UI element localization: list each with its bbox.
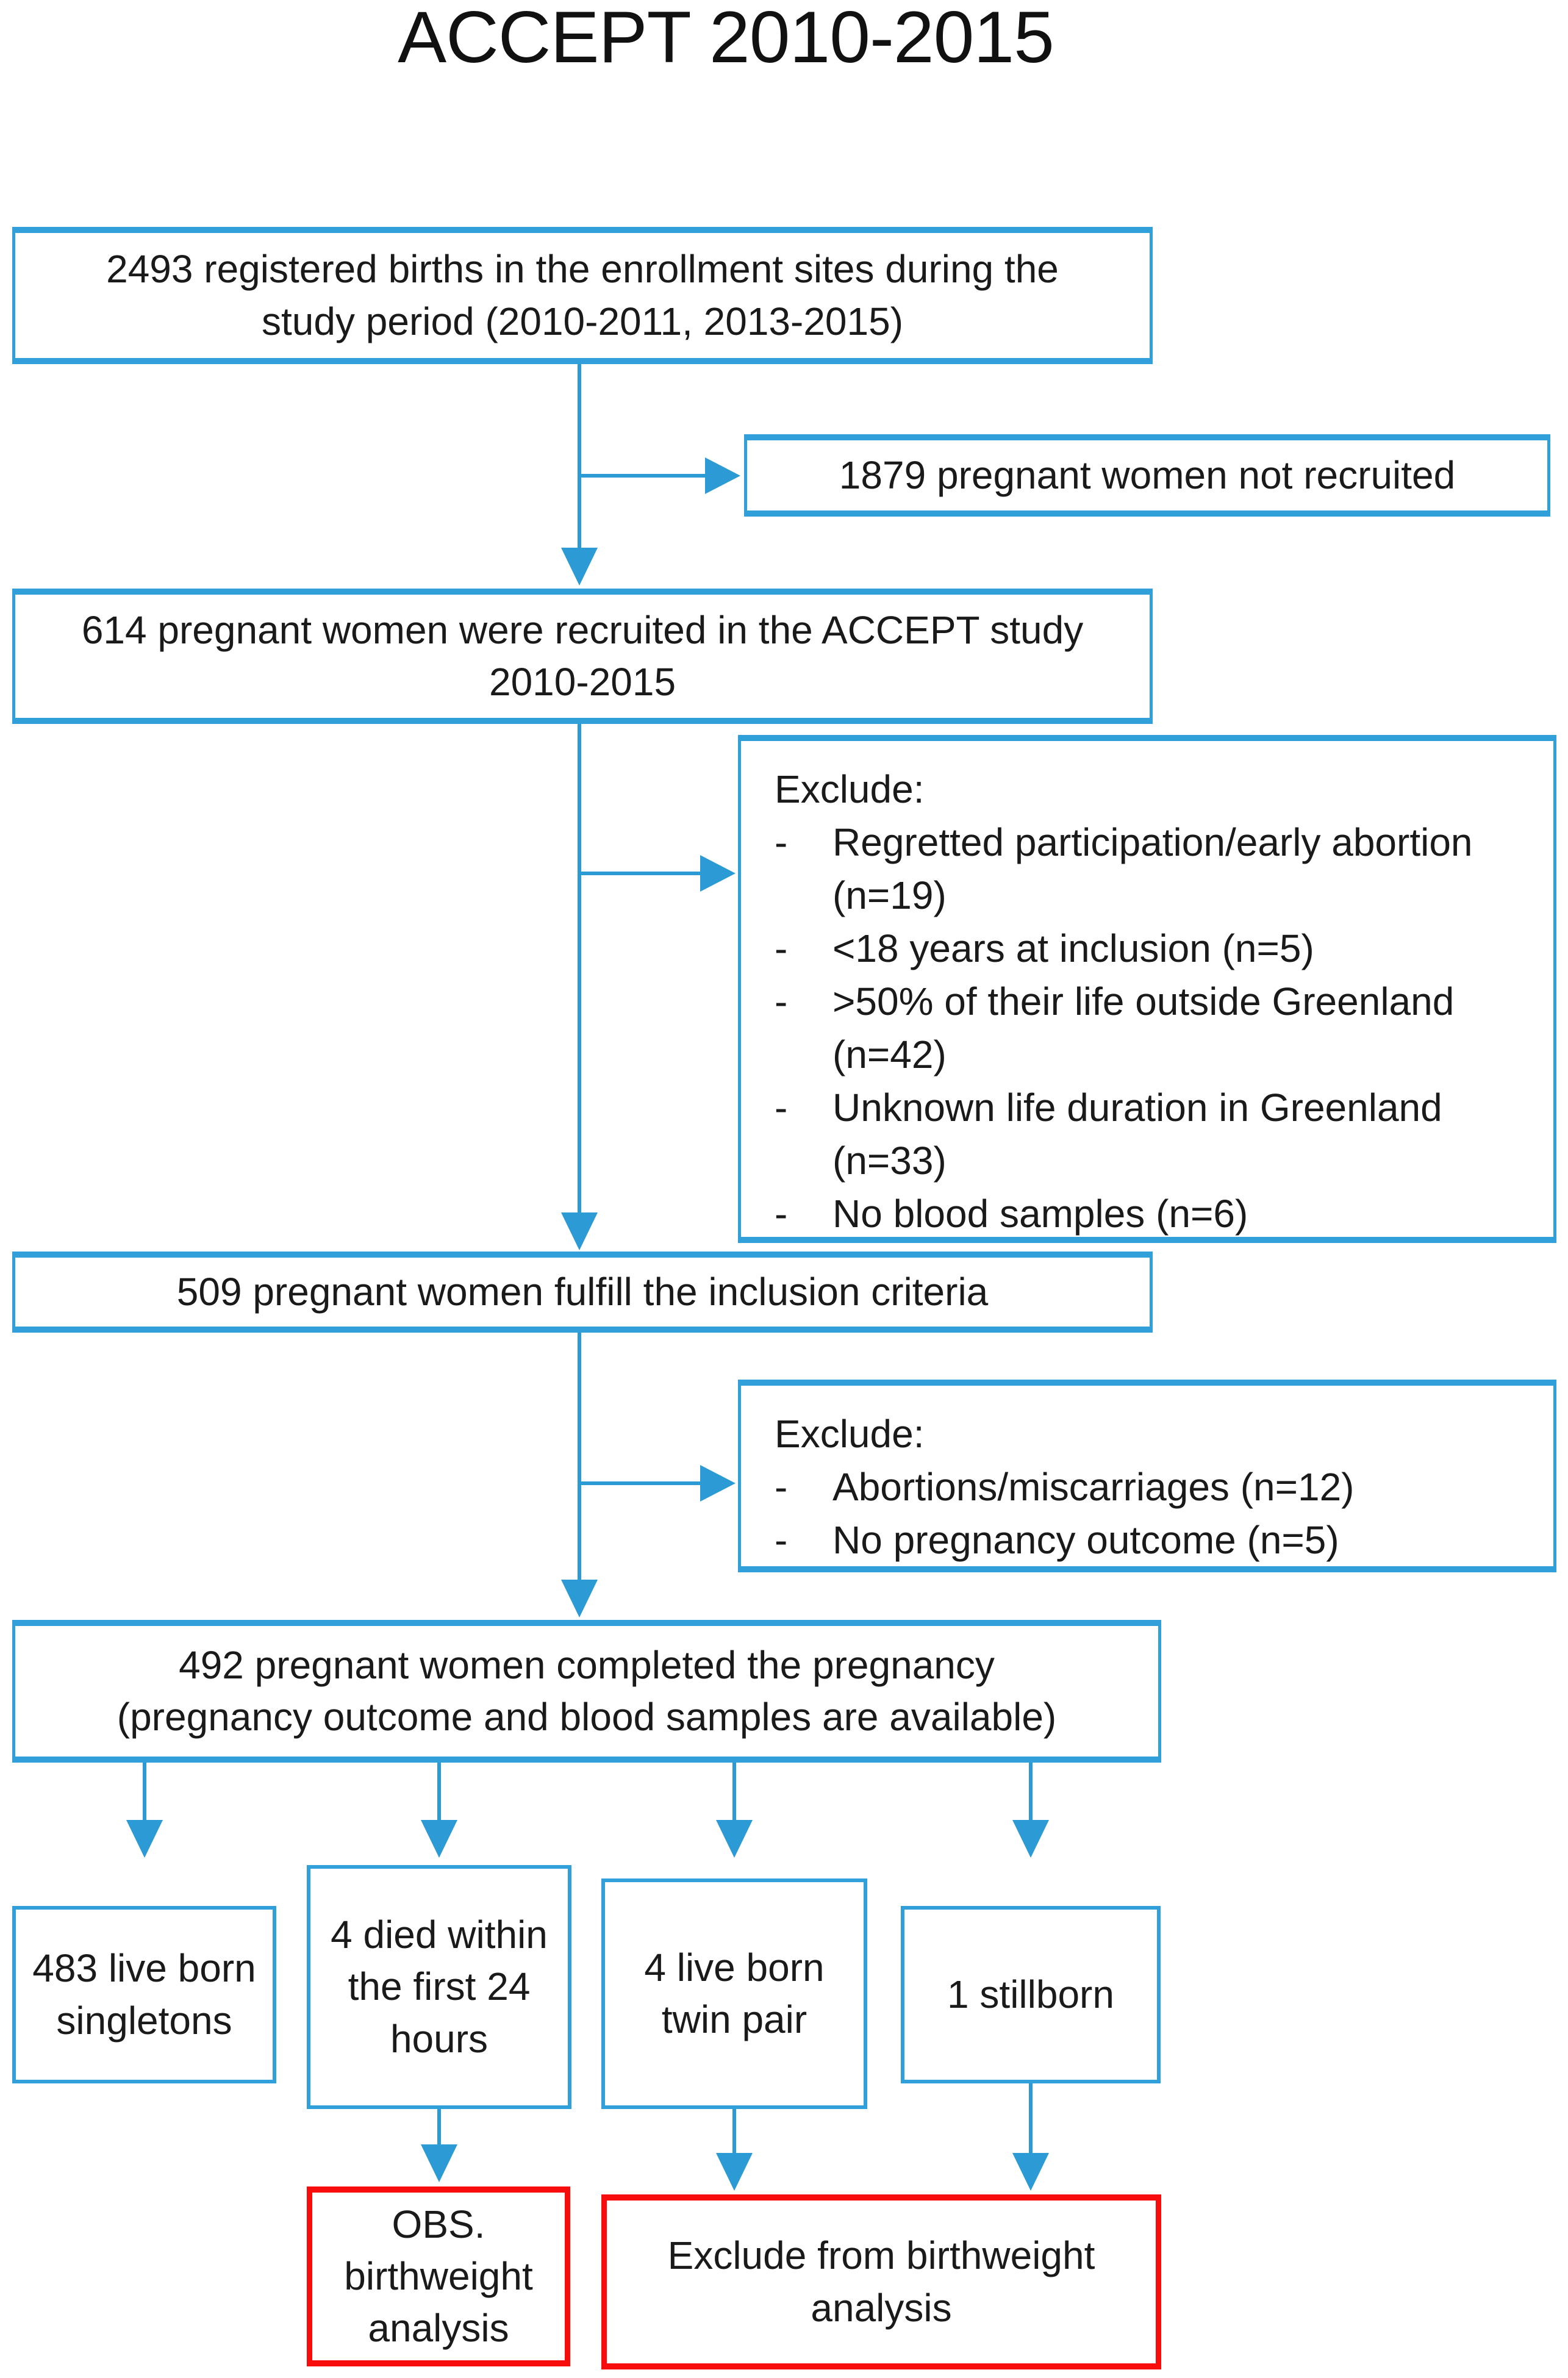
- node-not-recruited: 1879 pregnant women not recruited: [744, 434, 1550, 517]
- node-text: OBS. birthweight analysis: [344, 2202, 533, 2351]
- exclude-list: - Regretted participation/early abortion…: [775, 816, 1536, 1241]
- exclude-item: - Unknown life duration in Greenland (n=…: [775, 1081, 1536, 1187]
- arrow-completed-to-singletons: [126, 1763, 163, 1858]
- node-completed-pregnancy: 492 pregnant women completed the pregnan…: [12, 1620, 1161, 1763]
- exclude-title: Exclude:: [775, 767, 925, 811]
- node-text: 4 died within the first 24 hours: [331, 1913, 548, 2061]
- node-text: (pregnancy outcome and blood samples are…: [116, 1695, 1057, 1739]
- exclude-item: - Abortions/miscarriages (n=12): [775, 1461, 1536, 1514]
- node-text: Exclude from birthweight analysis: [667, 2233, 1095, 2330]
- node-fulfill-criteria: 509 pregnant women fulfill the inclusion…: [12, 1252, 1153, 1333]
- arrow-stillborn-to-exclude-birthweight: [1012, 2083, 1049, 2191]
- bullet-dash: -: [775, 1518, 788, 1563]
- bullet-dash: -: [775, 1465, 788, 1510]
- node-text: 4 live born twin pair: [644, 1945, 825, 2041]
- arrow-completed-to-stillborn: [1012, 1763, 1049, 1858]
- exclude-item-text: Abortions/miscarriages (n=12): [832, 1465, 1355, 1510]
- exclude-item-text: <18 years at inclusion (n=5): [832, 926, 1314, 971]
- node-text: 492 pregnant women completed the pregnan…: [179, 1642, 995, 1687]
- exclude-item-text: Regretted participation/early abortion (…: [832, 820, 1473, 918]
- diagram-title: ACCEPT 2010-2015: [398, 0, 1054, 78]
- exclude-item: - <18 years at inclusion (n=5): [775, 922, 1536, 975]
- node-twin-pair: 4 live born twin pair: [601, 1878, 867, 2109]
- arrow-fulfill-to-completed: [561, 1333, 598, 1617]
- arrow-recruited-to-fulfill: [561, 724, 598, 1250]
- node-exclude-birthweight-analysis: Exclude from birthweight analysis: [601, 2194, 1161, 2369]
- node-text: 614 pregnant women were recruited in the…: [81, 607, 1084, 652]
- node-text: study period (2010-2011, 2013-2015): [262, 299, 903, 343]
- exclude-title: Exclude:: [775, 1412, 925, 1456]
- arrow-died24h-to-obs: [421, 2109, 457, 2182]
- exclude-item: - No pregnancy outcome (n=5): [775, 1514, 1536, 1567]
- node-obs-birthweight-analysis: OBS. birthweight analysis: [307, 2186, 570, 2366]
- arrow-completed-to-died24h: [421, 1763, 457, 1858]
- node-text: 1 stillborn: [947, 1972, 1114, 2016]
- bullet-dash: -: [775, 926, 788, 971]
- arrow-branch-exclude-outcome: [579, 1465, 736, 1502]
- node-exclude-pregnancy-outcome: Exclude: - Abortions/miscarriages (n=12)…: [738, 1380, 1556, 1572]
- exclude-item-text: No pregnancy outcome (n=5): [832, 1518, 1339, 1563]
- arrow-branch-exclude-inclusion: [579, 855, 736, 892]
- node-registered-births: 2493 registered births in the enrollment…: [12, 227, 1153, 364]
- node-text: 483 live born singletons: [32, 1946, 256, 2043]
- exclude-item-text: >50% of their life outside Greenland (n=…: [832, 979, 1455, 1077]
- exclude-item: - Regretted participation/early abortion…: [775, 816, 1536, 922]
- node-text: 509 pregnant women fulfill the inclusion…: [176, 1269, 989, 1314]
- arrow-registered-to-recruited: [561, 364, 598, 586]
- bullet-dash: -: [775, 979, 788, 1024]
- bullet-dash: -: [775, 1192, 788, 1236]
- bullet-dash: -: [775, 820, 788, 865]
- exclude-item-text: Unknown life duration in Greenland (n=33…: [832, 1086, 1442, 1183]
- node-text: 2010-2015: [489, 660, 676, 704]
- exclude-item: - No blood samples (n=6): [775, 1187, 1536, 1241]
- node-died-24h: 4 died within the first 24 hours: [307, 1865, 571, 2109]
- node-stillborn: 1 stillborn: [901, 1906, 1161, 2083]
- exclude-list: - Abortions/miscarriages (n=12) - No pre…: [775, 1461, 1536, 1567]
- arrow-completed-to-twinpair: [716, 1763, 753, 1858]
- node-text: 1879 pregnant women not recruited: [839, 453, 1456, 497]
- exclude-item-text: No blood samples (n=6): [832, 1192, 1248, 1236]
- arrow-twinpair-to-exclude-birthweight: [716, 2109, 753, 2191]
- node-recruited: 614 pregnant women were recruited in the…: [12, 589, 1153, 724]
- bullet-dash: -: [775, 1086, 788, 1130]
- exclude-item: - >50% of their life outside Greenland (…: [775, 975, 1536, 1081]
- node-text: 2493 registered births in the enrollment…: [106, 247, 1059, 292]
- node-exclude-inclusion-criteria: Exclude: - Regretted participation/early…: [738, 735, 1556, 1243]
- node-live-born-singletons: 483 live born singletons: [12, 1906, 276, 2083]
- arrow-branch-not-recruited: [579, 457, 740, 494]
